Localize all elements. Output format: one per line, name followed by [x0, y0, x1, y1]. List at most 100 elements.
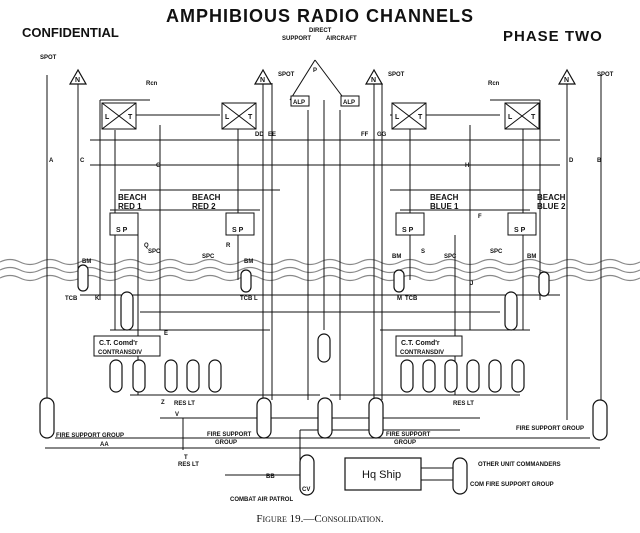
spot-label: SPOT: [278, 72, 295, 78]
fire-support-group-label: FIRE SUPPORT: [207, 432, 252, 438]
beach-blue-1-label: BLUE 1: [430, 202, 459, 211]
beach-blue-2-label: BLUE 2: [537, 202, 566, 211]
fire-support-group-label: GROUP: [215, 440, 237, 446]
channel-letter: DD: [255, 132, 264, 138]
t-label: T: [128, 114, 133, 121]
diagram-title: AMPHIBIOUS RADIO CHANNELS: [165, 6, 474, 26]
tcb-label: TCB: [405, 296, 418, 302]
channel-letter: B: [597, 158, 602, 164]
channel-letter: H: [465, 163, 469, 169]
direct-label: DIRECT: [309, 28, 332, 34]
channel-letter: K: [95, 296, 100, 302]
other-unit-label: OTHER UNIT COMMANDERS: [478, 462, 561, 468]
channel-letter: FF: [361, 132, 369, 138]
channel-letter: S: [421, 249, 425, 255]
spot-label: SPOT: [40, 55, 57, 61]
sp-box: [109, 212, 139, 236]
antenna-n-icon: [68, 68, 88, 85]
channel-letter: L: [254, 296, 258, 302]
fire-support-group-label: FIRE SUPPORT GROUP: [56, 433, 124, 439]
spc-label: SPC: [202, 254, 215, 260]
sp-label: S P: [232, 227, 244, 234]
aircraft-label: AIRCRAFT: [326, 36, 357, 42]
spc-label: SPC: [444, 254, 457, 260]
sp-box: [225, 212, 255, 236]
beach-red-2-label: RED 2: [192, 202, 216, 211]
n-label: N: [564, 77, 569, 84]
spc-label: SPC: [490, 249, 503, 255]
channel-letter: A: [49, 158, 54, 164]
sp-label: S P: [402, 227, 414, 234]
spot-label: SPOT: [597, 72, 614, 78]
res-lt-label: RES LT: [453, 401, 474, 407]
fire-support-group-label: FIRE SUPPORT GROUP: [516, 426, 584, 432]
fire-support-group-label: FIRE SUPPORT: [386, 432, 431, 438]
res-lt-label: RES LT: [174, 401, 195, 407]
ct-comdr-box: [395, 335, 463, 357]
antenna-n-icon: [557, 68, 577, 85]
channel-letter: Z: [161, 400, 165, 406]
n-label: N: [260, 77, 265, 84]
l-label: L: [395, 114, 400, 121]
bm-label: BM: [82, 259, 91, 265]
l-label: L: [105, 114, 110, 121]
beach-red-1-label: RED 1: [118, 202, 142, 211]
bm-label: BM: [527, 254, 536, 260]
n-label: N: [75, 77, 80, 84]
phase-label: PHASE TWO: [503, 28, 603, 45]
tcb-label: TCB: [240, 296, 253, 302]
channel-letter: F: [478, 214, 482, 220]
spc-label: SPC: [148, 249, 161, 255]
contransdiv-label: CONTRANSDIV: [400, 350, 444, 356]
channel-letter: E: [164, 331, 168, 337]
t-label: T: [418, 114, 423, 121]
ct-comdr-label: C.T. Comd'r: [401, 340, 440, 347]
cv-label: CV: [302, 487, 310, 493]
l-label: L: [225, 114, 230, 121]
channel-letter: G: [156, 163, 161, 169]
channel-letter: D: [569, 158, 574, 164]
sp-box: [395, 212, 425, 236]
channel-letter: C: [80, 158, 85, 164]
rcn-label: Rcn: [146, 81, 158, 87]
water-band: [0, 258, 640, 282]
antenna-n-icon: [364, 68, 384, 85]
spot-label: SPOT: [388, 72, 405, 78]
alp-label: ALP: [343, 100, 355, 106]
beach-red-1-label: BEACH: [118, 193, 147, 202]
channel-letter: T: [184, 455, 188, 461]
combat-air-patrol-label: COMBAT AIR PATROL: [230, 497, 293, 503]
alp-label: ALP: [293, 100, 305, 106]
channel-letter: Q: [144, 243, 149, 249]
rcn-label: Rcn: [488, 81, 500, 87]
sp-label: S P: [116, 227, 128, 234]
ct-comdr-box: [93, 335, 161, 357]
beach-red-2-label: BEACH: [192, 193, 221, 202]
support-label: SUPPORT: [282, 36, 311, 42]
channel-letter: GG: [377, 132, 387, 138]
beach-blue-2-label: BEACH: [537, 193, 566, 202]
t-label: T: [531, 114, 536, 121]
channel-letter: R: [226, 243, 231, 249]
contransdiv-label: CONTRANSDIV: [98, 350, 142, 356]
channel-letter: V: [175, 412, 179, 418]
channel-letter: AA: [100, 442, 109, 448]
ct-comdr-label: C.T. Comd'r: [99, 340, 138, 347]
channel-letter: EE: [268, 132, 276, 138]
channel-letter: BB: [266, 474, 275, 480]
l-label: L: [508, 114, 513, 121]
t-label: T: [248, 114, 253, 121]
figure-caption: Figure 19.—Consolidation.: [256, 513, 384, 525]
hq-ship-label: Hq Ship: [362, 469, 401, 481]
vessel-symbols: [39, 264, 608, 496]
sp-box: [507, 212, 537, 236]
antenna-n-icon: [253, 68, 273, 85]
n-label: N: [371, 77, 376, 84]
bm-label: BM: [244, 259, 253, 265]
alp-box: [340, 95, 360, 107]
sp-label: S P: [514, 227, 526, 234]
channel-lines: [45, 59, 602, 481]
res-lt-label: RES LT: [178, 462, 199, 468]
fire-support-group-label: GROUP: [394, 440, 416, 446]
